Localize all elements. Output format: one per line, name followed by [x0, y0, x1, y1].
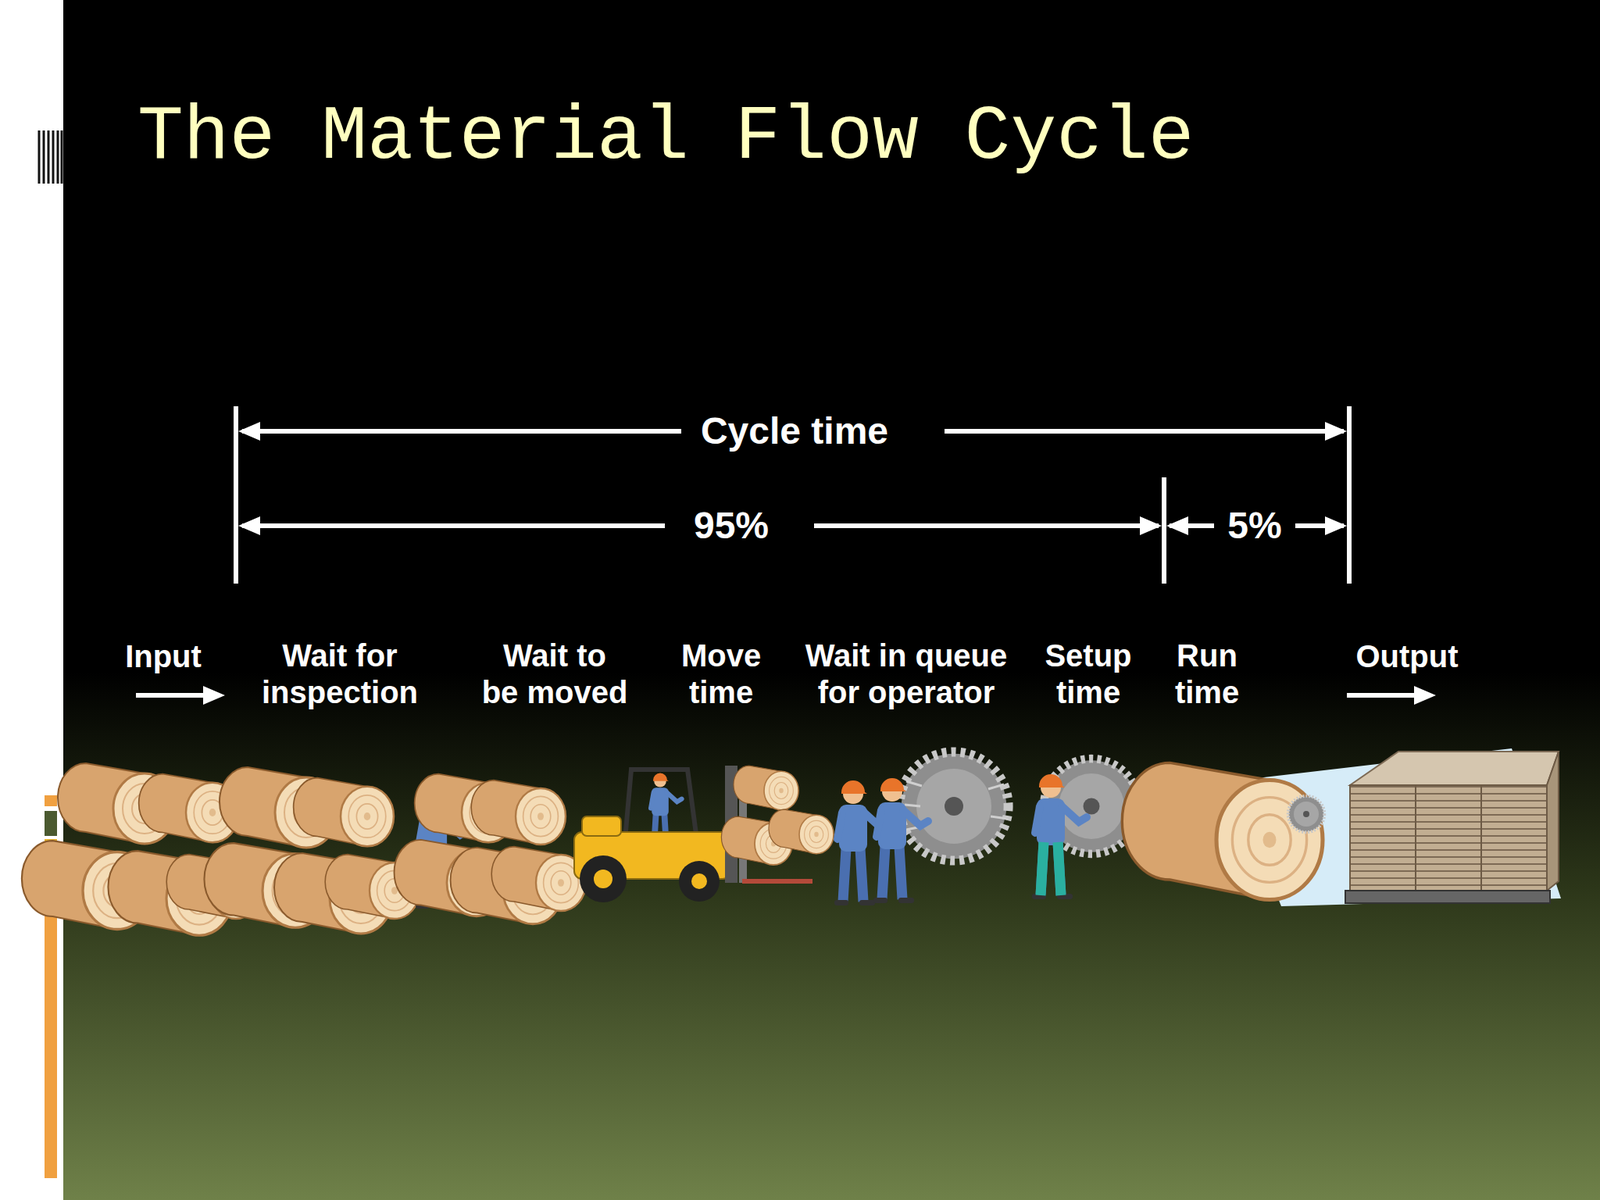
log — [293, 778, 394, 847]
log-pile — [203, 767, 420, 934]
stage-label: Run time — [1156, 637, 1258, 711]
side-strip — [0, 0, 64, 1200]
stage-label: Output — [1336, 638, 1478, 675]
log-pile — [394, 774, 586, 925]
lumber-pallet — [1345, 751, 1559, 904]
stage-label: Setup time — [1029, 637, 1147, 711]
log — [471, 780, 566, 845]
setup-worker-legs — [1040, 842, 1061, 896]
dimension-bracket — [235, 406, 1350, 584]
log — [491, 846, 586, 911]
saw-blade — [899, 751, 1008, 861]
operator — [873, 778, 929, 904]
dimension-label: 5% — [1211, 503, 1298, 548]
stage-label: Input — [96, 638, 230, 675]
log — [768, 809, 834, 854]
log — [1121, 762, 1323, 900]
saw-blade — [1288, 796, 1325, 833]
stripe-mark — [39, 130, 62, 184]
stage-label: Wait to be moved — [460, 637, 649, 711]
dimension-label: Cycle time — [677, 409, 912, 454]
stage-label: Wait in queue for operator — [789, 637, 1024, 711]
stage-label: Wait for inspection — [238, 637, 442, 711]
log — [733, 765, 799, 811]
setup-worker — [1032, 774, 1087, 900]
slide-title: The Material Flow Cycle — [137, 99, 1195, 176]
background — [63, 0, 1600, 1200]
dimension-label: 95% — [668, 503, 794, 548]
stage-label: Move time — [662, 637, 780, 711]
